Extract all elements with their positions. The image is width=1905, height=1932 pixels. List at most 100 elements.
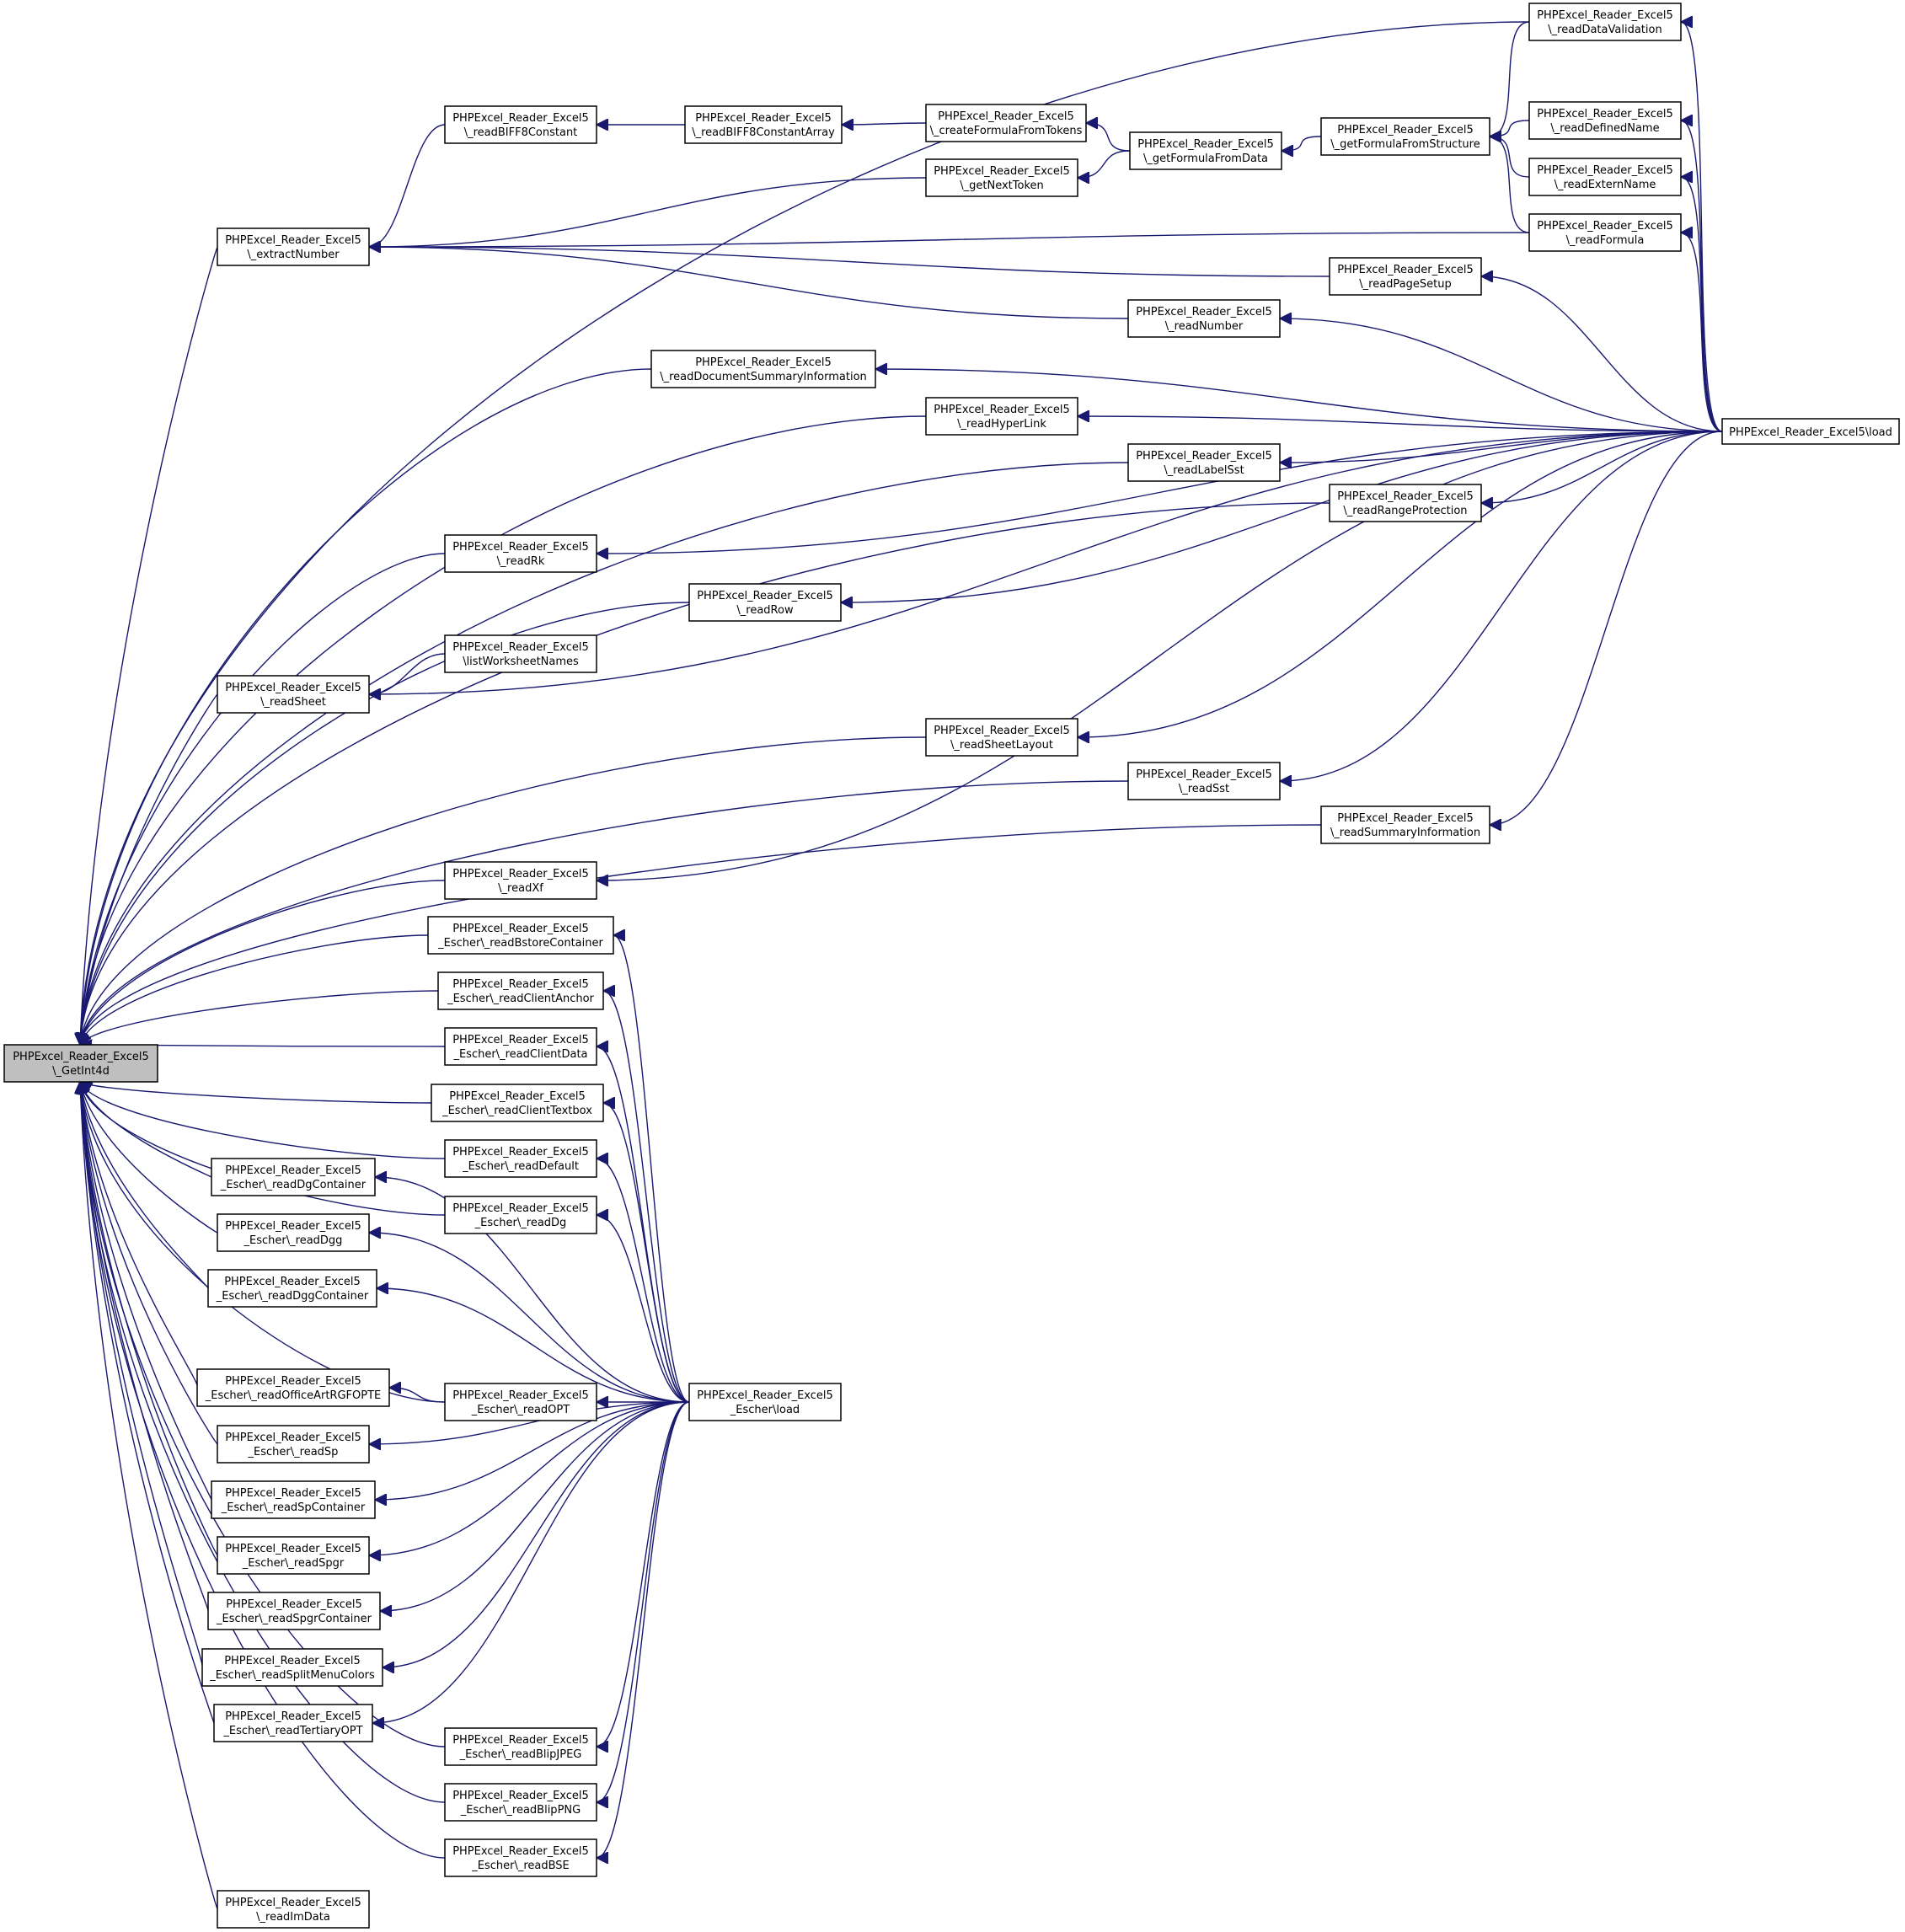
node-readSummaryInformation[interactable]: PHPExcel_Reader_Excel5\_readSummaryInfor… [1320,805,1490,844]
node-label-line2: \_readDocumentSummaryInformation [660,371,867,383]
edge-load-to-readSst [1280,431,1723,781]
nodes-layer: PHPExcel_Reader_Excel5\_GetInt4dPHPExcel… [3,3,1900,1929]
node-eReadOPT[interactable]: PHPExcel_Reader_Excel5_Escher\_readOPT [444,1383,597,1421]
node-createFormulaFromTokens[interactable]: PHPExcel_Reader_Excel5\_createFormulaFro… [925,104,1087,142]
node-label-line2: _Escher\_readDg [474,1217,567,1229]
node-readXf[interactable]: PHPExcel_Reader_Excel5\_readXf [444,861,597,900]
node-box [1127,299,1281,338]
node-eReadSplitMenuColors[interactable]: PHPExcel_Reader_Excel5_Escher\_readSplit… [201,1648,383,1687]
node-eReadOfficeArtRGFOPTE[interactable]: PHPExcel_Reader_Excel5_Escher\_readOffic… [196,1368,390,1407]
node-getint4d[interactable]: PHPExcel_Reader_Excel5\_GetInt4d [3,1044,158,1083]
node-box [217,1425,370,1464]
node-eReadClientData[interactable]: PHPExcel_Reader_Excel5_Escher\_readClien… [444,1027,597,1066]
edge-eLoad-to-eReadTertiaryOPT [372,1401,690,1723]
edge-load-to-readSheetLayout [1078,431,1723,737]
node-label-line2: _Escher\_readOfficeArtRGFOPTE [205,1389,381,1402]
edge-eReadDgContainer-to-getint4d [80,1082,212,1178]
node-readDataValidation[interactable]: PHPExcel_Reader_Excel5\_readDataValidati… [1528,3,1682,41]
node-eReadDefault[interactable]: PHPExcel_Reader_Excel5_Escher\_readDefau… [444,1139,597,1178]
node-box [444,1727,597,1766]
node-readExternName[interactable]: PHPExcel_Reader_Excel5\_readExternName [1528,158,1682,196]
node-eReadSpgr[interactable]: PHPExcel_Reader_Excel5_Escher\_readSpgr [217,1536,370,1575]
node-label-line2: _Escher\_readClientData [452,1048,587,1061]
node-readSheetLayout[interactable]: PHPExcel_Reader_Excel5\_readSheetLayout [925,718,1078,757]
edge-readNumber-to-extractNumber [369,247,1129,319]
edge-readRow-to-getint4d [80,602,690,1045]
node-readFormula[interactable]: PHPExcel_Reader_Excel5\_readFormula [1528,213,1682,252]
node-label-line1: PHPExcel_Reader_Excel5 [449,1090,586,1103]
node-box [444,1196,597,1234]
node-eReadSpgrContainer[interactable]: PHPExcel_Reader_Excel5_Escher\_readSpgrC… [207,1592,381,1630]
edge-readSheet-to-getint4d [80,693,218,1045]
node-label-line1: PHPExcel_Reader_Excel5 [452,112,589,125]
node-getFormulaFromData[interactable]: PHPExcel_Reader_Excel5\_getFormulaFromDa… [1129,131,1282,170]
node-readDocumentSummaryInformation[interactable]: PHPExcel_Reader_Excel5\_readDocumentSumm… [650,350,876,388]
node-readBIFF8Constant[interactable]: PHPExcel_Reader_Excel5\_readBIFF8Constan… [444,105,597,144]
node-eReadBlipJPEG[interactable]: PHPExcel_Reader_Excel5_Escher\_readBlipJ… [444,1727,597,1766]
node-label-line1: PHPExcel_Reader_Excel5 [1337,490,1474,503]
node-eReadDg[interactable]: PHPExcel_Reader_Excel5 _Escher\_readDg [444,1196,597,1234]
node-eReadTertiaryOPT[interactable]: PHPExcel_Reader_Excel5_Escher\_readTerti… [213,1704,373,1742]
node-eReadDgg[interactable]: PHPExcel_Reader_Excel5_Escher\_readDgg [217,1213,370,1252]
node-eReadBSE[interactable]: PHPExcel_Reader_Excel5_Escher\_readBSE [444,1838,597,1877]
node-box [444,1139,597,1178]
node-getFormulaFromStructure[interactable]: PHPExcel_Reader_Excel5\_getFormulaFromSt… [1320,117,1490,156]
node-box [1329,257,1482,296]
node-readNumber[interactable]: PHPExcel_Reader_Excel5\_readNumber [1127,299,1281,338]
node-label-line1: PHPExcel_Reader_Excel5 [452,1146,589,1159]
node-label-line1: PHPExcel_Reader_Excel5 [1537,108,1673,120]
node-readBIFF8ConstantArray[interactable]: PHPExcel_Reader_Excel5\_readBIFF8Constan… [684,105,843,144]
edge-eReadOfficeArtRGFOPTE-to-getint4d [80,1082,199,1389]
node-label-line1: PHPExcel_Reader_Excel5 [225,1487,361,1500]
node-label-line2: \_GetInt4d [52,1065,110,1078]
node-label-line1: PHPExcel_Reader_Excel5 [1337,124,1474,136]
node-readRangeProtection[interactable]: PHPExcel_Reader_Excel5\_readRangeProtect… [1329,484,1482,522]
node-readRk[interactable]: PHPExcel_Reader_Excel5\_readRk [444,534,597,573]
node-eReadSpContainer[interactable]: PHPExcel_Reader_Excel5_Escher\_readSpCon… [211,1480,376,1519]
edge-eLoad-to-eReadDefault [596,1159,690,1403]
node-readPageSetup[interactable]: PHPExcel_Reader_Excel5\_readPageSetup [1329,257,1482,296]
node-label-line2: _Escher\_readDggContainer [216,1290,369,1303]
edge-eLoad-to-eReadDg [597,1215,690,1403]
edge-eLoad-to-eReadSpContainer [375,1401,690,1500]
node-label-line1: PHPExcel_Reader_Excel5 [452,1202,589,1215]
node-getNextToken[interactable]: PHPExcel_Reader_Excel5\_getNextToken [925,158,1078,197]
edge-eReadSpContainer-to-getint4d [80,1082,212,1501]
node-box [437,971,604,1010]
node-label-line1: PHPExcel_Reader_Excel5 [1136,306,1272,318]
edge-eLoad-to-eReadSp [369,1401,690,1444]
node-readDefinedName[interactable]: PHPExcel_Reader_Excel5\_readDefinedName [1528,101,1682,140]
node-label-line2: \_readRk [497,555,545,568]
node-box [3,1044,158,1083]
node-box [650,350,876,388]
edge-load-to-readLabelSst [1280,431,1723,463]
node-readSheet[interactable]: PHPExcel_Reader_Excel5\_readSheet [217,675,370,714]
node-readImData[interactable]: PHPExcel_Reader_Excel5\_readImData [217,1890,370,1929]
node-eReadClientTextbox[interactable]: PHPExcel_Reader_Excel5_Escher\_readClien… [431,1084,604,1122]
node-label-line2: \_readFormula [1566,234,1645,247]
node-readSst[interactable]: PHPExcel_Reader_Excel5\_readSst [1127,762,1281,800]
node-eReadClientAnchor[interactable]: PHPExcel_Reader_Excel5_Escher\_readClien… [437,971,604,1010]
node-eReadBlipPNG[interactable]: PHPExcel_Reader_Excel5_Escher\_readBlipP… [444,1783,597,1822]
node-eLoad[interactable]: PHPExcel_Reader_Excel5_Escher\load [688,1383,842,1421]
node-box [925,158,1078,197]
node-label-line1: PHPExcel_Reader_Excel5 [225,1432,361,1444]
node-box [217,1536,370,1575]
node-box [688,1383,842,1421]
node-eReadDgContainer[interactable]: PHPExcel_Reader_Excel5_Escher\_readDgCon… [211,1158,376,1196]
node-label-line1: PHPExcel_Reader_Excel5 [224,1655,361,1667]
node-listWorksheetNames[interactable]: PHPExcel_Reader_Excel5\listWorksheetName… [444,634,597,673]
node-readLabelSst[interactable]: PHPExcel_Reader_Excel5\_readLabelSst [1127,443,1281,482]
node-eReadBstoreContainer[interactable]: PHPExcel_Reader_Excel5_Escher\_readBstor… [427,916,614,955]
edges-layer [80,22,1723,1910]
edge-getFormulaFromData-to-getNextToken [1078,150,1131,178]
node-extractNumber[interactable]: PHPExcel_Reader_Excel5\_extractNumber [217,227,370,266]
node-label-line2: \_readSheetLayout [950,739,1053,752]
node-box [688,583,842,622]
node-eReadDggContainer[interactable]: PHPExcel_Reader_Excel5_Escher\_readDggCo… [207,1269,377,1308]
node-readRow[interactable]: PHPExcel_Reader_Excel5\_readRow [688,583,842,622]
node-label-line2: \_readBIFF8ConstantArray [692,126,835,139]
node-load[interactable]: PHPExcel_Reader_Excel5\load [1721,418,1900,445]
node-readHyperLink[interactable]: PHPExcel_Reader_Excel5\_readHyperLink [925,397,1078,436]
node-eReadSp[interactable]: PHPExcel_Reader_Excel5_Escher\_readSp [217,1425,370,1464]
